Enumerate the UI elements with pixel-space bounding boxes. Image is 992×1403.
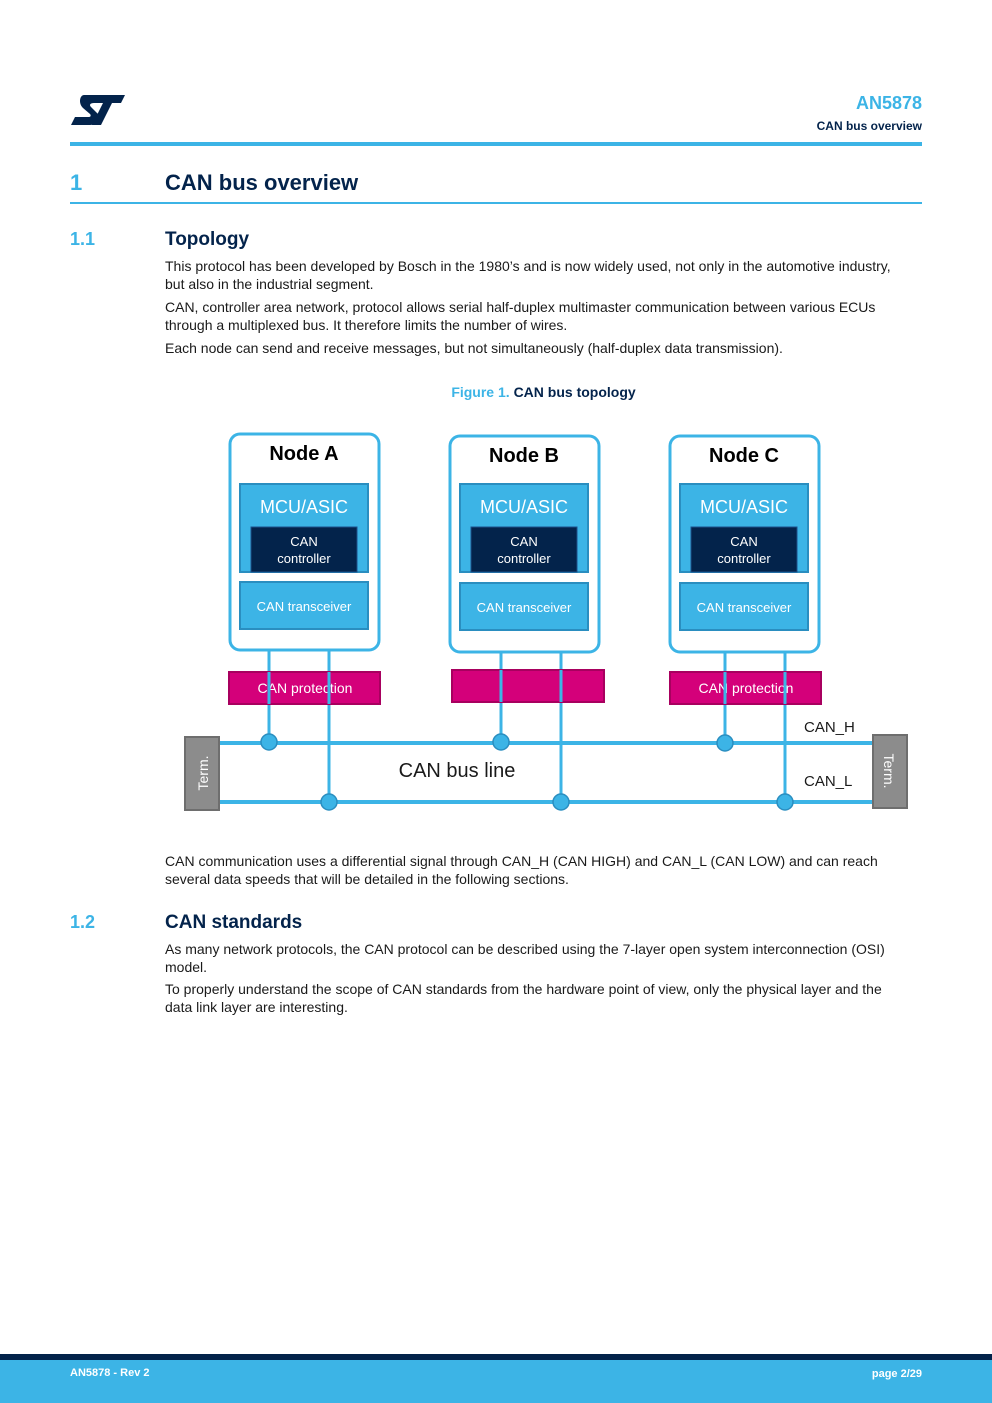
footer-page-number: page 2/29 <box>871 1368 922 1380</box>
termination-left-label: Term. <box>195 756 211 791</box>
topology-paragraph-3: Each node can send and receive messages,… <box>165 340 783 356</box>
node-a-controller-line1: CAN <box>290 534 317 549</box>
section-1-1-number: 1.1 <box>70 229 96 249</box>
section-1-1-title: Topology <box>165 229 250 250</box>
topology-paragraph-2: CAN, controller area network, protocol a… <box>165 299 876 333</box>
can-l-label: CAN_L <box>804 773 852 790</box>
node-c-transceiver-block <box>679 582 809 631</box>
section-1-2-number: 1.2 <box>70 912 96 932</box>
footer-band <box>0 1360 992 1403</box>
node-b-controller-line2: controller <box>497 551 551 566</box>
node-b-title: Node B <box>489 445 559 467</box>
header-doc-id: AN5878 <box>855 93 922 113</box>
termination-left <box>184 736 220 811</box>
node-b-can-l-junction <box>552 793 570 811</box>
node-b-transceiver-label: CAN transceiver <box>477 600 572 615</box>
section-1-number: 1 <box>70 170 83 195</box>
section-1-title: CAN bus overview <box>165 170 359 195</box>
node-a-protection-block <box>228 671 381 705</box>
node-b-transceiver-block <box>459 582 589 631</box>
node-b-controller-block <box>470 526 578 573</box>
node-b-controller-line1: CAN <box>510 534 537 549</box>
node-a-transceiver-block <box>239 581 369 630</box>
node-a-controller-block <box>250 526 358 573</box>
node-a-controller-line2: controller <box>277 551 331 566</box>
node-c-title: Node C <box>709 445 779 467</box>
node-a-title: Node A <box>269 443 338 465</box>
termination-right <box>872 734 908 809</box>
node-a-mcu-label: MCU/ASIC <box>260 497 348 517</box>
figure-caption: Figure 1. CAN bus topology <box>0 384 992 400</box>
node-c-controller-block <box>690 526 798 573</box>
node-a-protection-label: CAN protection <box>258 680 353 696</box>
can-h-label: CAN_H <box>804 719 855 736</box>
can-bus-topology-diagram: Term. Term. CAN bus line CAN_H CAN_L Nod… <box>184 432 908 811</box>
node-a: Node A MCU/ASIC CAN controller CAN trans… <box>228 432 381 811</box>
node-c-can-l-junction <box>776 793 794 811</box>
footer-doc-revision: AN5878 - Rev 2 <box>70 1367 150 1379</box>
topology-paragraph-1: This protocol has been developed by Bosc… <box>165 258 891 292</box>
figure-caption-text: CAN bus topology <box>513 384 636 400</box>
node-c-can-h-junction <box>716 734 734 752</box>
node-c-protection-label: CAN protection <box>699 680 794 696</box>
bus-line-label: CAN bus line <box>399 760 516 782</box>
st-logo <box>71 95 125 125</box>
node-b: Node B MCU/ASIC CAN controller CAN trans… <box>448 434 605 811</box>
node-c-controller-line1: CAN <box>730 534 757 549</box>
section-1-2-title: CAN standards <box>165 912 303 933</box>
standards-paragraph-2: To properly understand the scope of CAN … <box>165 981 882 1015</box>
header-rule <box>70 142 922 146</box>
node-c-protection-block <box>669 671 822 705</box>
node-c: Node C MCU/ASIC CAN controller CAN trans… <box>668 434 822 811</box>
node-a-can-l-junction <box>320 793 338 811</box>
node-a-transceiver-label: CAN transceiver <box>257 599 352 614</box>
node-c-controller-line2: controller <box>717 551 771 566</box>
section-1-rule <box>70 202 922 204</box>
footer-dark-band <box>0 1354 992 1360</box>
differential-signal-paragraph: CAN communication uses a differential si… <box>165 853 878 887</box>
node-b-mcu-label: MCU/ASIC <box>480 497 568 517</box>
header-section-title: CAN bus overview <box>816 119 922 133</box>
figure-caption-prefix: Figure 1. <box>451 384 510 400</box>
node-c-mcu-label: MCU/ASIC <box>700 497 788 517</box>
node-a-can-h-junction <box>260 733 278 751</box>
node-b-protection-block <box>451 669 605 703</box>
node-b-can-h-junction <box>492 733 510 751</box>
node-c-transceiver-label: CAN transceiver <box>697 600 792 615</box>
termination-right-label: Term. <box>881 754 897 789</box>
standards-paragraph-1: As many network protocols, the CAN proto… <box>165 941 885 975</box>
